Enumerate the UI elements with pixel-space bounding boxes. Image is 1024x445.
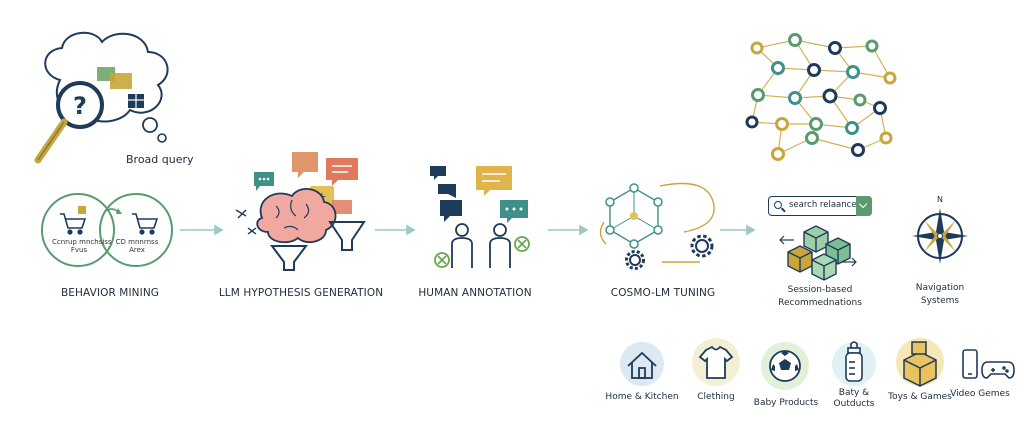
cart-icon [132,213,159,235]
svg-text:?: ? [73,92,87,120]
category-label-home-kitchen: Home & Kitchen [605,392,679,402]
tshirt-icon [698,345,734,379]
category-label-toys-games: Toys & Games [888,392,952,402]
behavior-right-text-2: Arex [129,246,145,254]
search-relevance-text: search relaance [789,200,857,210]
magnifier-question-icon: ? [34,81,104,164]
stage-label-behavior-mining: BEHAVIOR MINING [60,287,160,299]
session-label-line1: Session-based [787,285,853,295]
cube-cluster-icon [779,225,857,281]
category-icons [620,338,1015,390]
behavior-left-text-1: Ccnrup mnchsiss [52,238,112,246]
tuning-network-icon [599,182,715,263]
cart-icon [60,213,87,235]
search-relevance-box: search relaance [768,196,872,216]
category-label-video-games: Video Gemes [950,389,1010,399]
stage-label-cosmo-lm-tuning: COSMO-LM TUNING [610,287,716,299]
stage-label-human-annotation: HUMAN ANNOTATION [418,287,532,299]
annotation-bubbles [430,166,528,223]
baby-bottle-icon [845,341,863,382]
person-icon [451,223,511,268]
gamepad-icon [981,361,1015,379]
category-label-baby-outducts-line2: Outducts [833,399,875,409]
reject-mark-icon [434,236,530,268]
category-label-baby-outducts-line1: Baty & [838,388,870,398]
knowledge-graph [745,33,897,161]
session-label-line2: Recommednations [778,298,862,308]
filter-funnel-icon [270,221,366,271]
search-icon [774,201,782,209]
compass-icon [912,208,968,264]
phone-icon [962,349,978,379]
compass-north-letter: N [937,195,943,204]
spark-icon [235,209,257,235]
house-icon [627,351,657,379]
behavior-venn [41,193,173,267]
stage-label-llm-hypothesis: LLM HYPOTHESIS GENERATION [218,287,384,299]
navigation-label-line1: Navigation [915,283,965,293]
flow-arrow [180,224,756,236]
behavior-right-text-1: CD mnnrnss [115,238,159,246]
navigation-label-line2: Systems [920,296,960,306]
soccer-ball-icon [769,350,801,382]
gear-icon [625,234,714,270]
toy-box-icon [903,341,937,387]
category-label-baby-products: Baby Products [753,398,819,408]
brain-icon [256,188,337,244]
broad-query-label: Broad query [126,153,194,166]
behavior-left-text-2: Fvus [70,246,88,254]
category-label-clothing: Clething [697,392,735,402]
chevron-down-icon [856,196,872,216]
